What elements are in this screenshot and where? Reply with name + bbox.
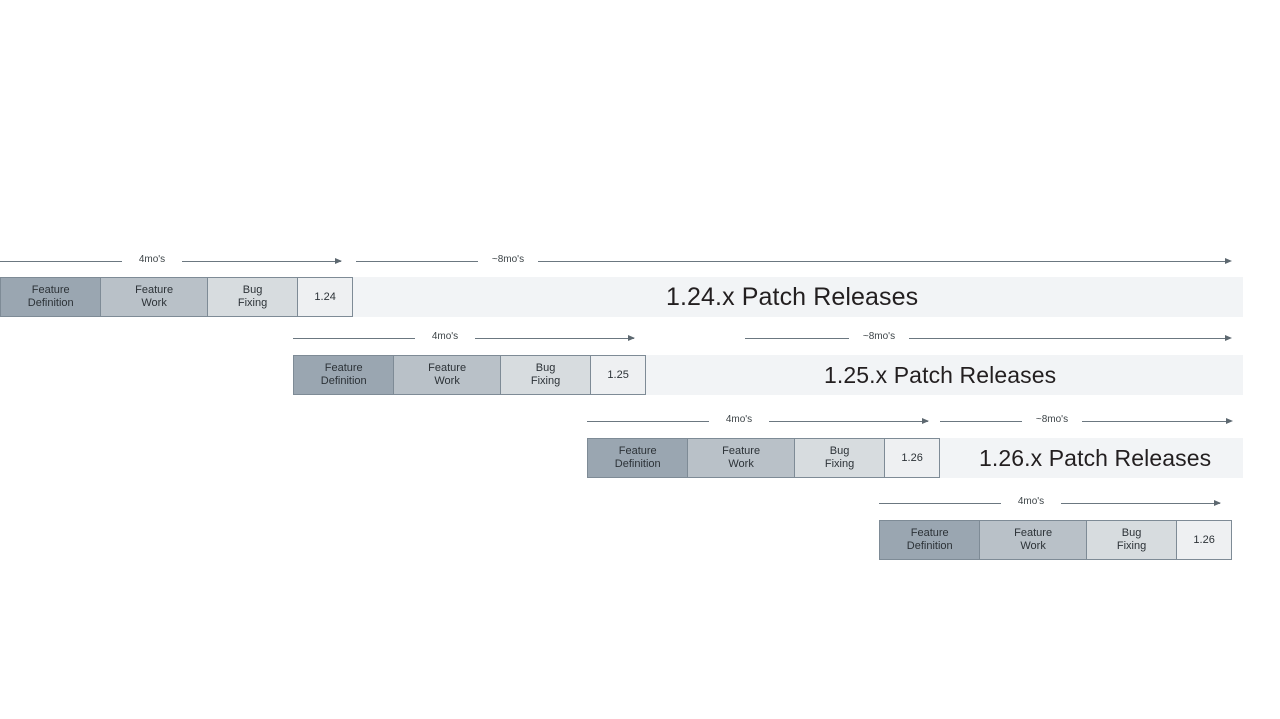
patch-release-label-124: 1.24.x Patch Releases (666, 282, 919, 311)
patch-release-band-126: 1.26.x Patch Releases (937, 438, 1243, 478)
version-label: 1.26 (901, 451, 923, 464)
phase-label-line2: Fixing (530, 375, 561, 387)
phase-label-line2: Definition (906, 540, 953, 552)
phase-label-line1: Feature (1014, 527, 1053, 539)
measure-dev-label-125: 4mo's (431, 331, 459, 342)
phase-bar-125: Feature Definition Feature Work Bug Fixi… (293, 355, 646, 395)
version-box-125: 1.25 (591, 356, 645, 394)
measure-patch-label-126: ~8mo's (1035, 414, 1069, 425)
phase-label-line1: Feature (324, 362, 363, 374)
measure-patch-126: ~8mo's (940, 414, 1240, 429)
phase-label-line2: Fixing (237, 297, 268, 309)
version-box-126: 1.26 (885, 439, 939, 477)
patch-release-label-125: 1.25.x Patch Releases (824, 361, 1057, 388)
phase-feature-work-127: Feature Work (980, 521, 1087, 559)
phase-label-line1: Feature (428, 362, 467, 374)
phase-bar-126: Feature Definition Feature Work Bug Fixi… (587, 438, 940, 478)
phase-feature-definition-124: Feature Definition (1, 278, 102, 316)
phase-bug-fixing-124: Bug Fixing (207, 278, 299, 316)
phase-label-line2: Work (141, 297, 167, 309)
phase-bug-fixing-126: Bug Fixing (794, 439, 886, 477)
phase-bar-127: Feature Definition Feature Work Bug Fixi… (879, 520, 1232, 560)
phase-label-line2: Definition (614, 458, 661, 470)
phase-label-line1: Feature (910, 527, 949, 539)
phase-label-line1: Bug (535, 362, 556, 374)
measure-dev-125: 4mo's (293, 331, 641, 346)
version-box-127: 1.26 (1177, 521, 1231, 559)
phase-feature-work-124: Feature Work (101, 278, 208, 316)
measure-patch-label-124: ~8mo's (491, 254, 525, 265)
version-label: 1.24 (314, 290, 336, 303)
phase-feature-definition-125: Feature Definition (294, 356, 395, 394)
phase-label-line1: Feature (135, 284, 174, 296)
phase-label-line2: Work (728, 458, 754, 470)
phase-feature-definition-127: Feature Definition (880, 521, 981, 559)
version-label: 1.26 (1193, 533, 1215, 546)
phase-label-line1: Bug (1121, 527, 1142, 539)
measure-dev-label-124: 4mo's (138, 254, 166, 265)
phase-label-line2: Work (1020, 540, 1046, 552)
measure-patch-label-125: ~8mo's (862, 331, 896, 342)
version-label: 1.25 (607, 368, 629, 381)
patch-release-band-124: 1.24.x Patch Releases (352, 277, 1243, 317)
patch-release-band-125: 1.25.x Patch Releases (645, 355, 1243, 395)
phase-label-line2: Definition (320, 375, 367, 387)
phase-bar-124: Feature Definition Feature Work Bug Fixi… (0, 277, 353, 317)
phase-feature-work-125: Feature Work (394, 356, 501, 394)
measure-dev-label-127: 4mo's (1017, 496, 1045, 507)
measure-dev-label-126: 4mo's (725, 414, 753, 425)
phase-label-line1: Bug (242, 284, 263, 296)
measure-dev-127: 4mo's (879, 496, 1227, 511)
phase-label-line2: Definition (27, 297, 74, 309)
phase-label-line1: Feature (722, 445, 761, 457)
phase-bug-fixing-127: Bug Fixing (1086, 521, 1178, 559)
patch-release-label-126: 1.26.x Patch Releases (979, 444, 1212, 471)
phase-label-line1: Bug (829, 445, 850, 457)
measure-patch-124: ~8mo's (356, 254, 1240, 269)
version-box-124: 1.24 (298, 278, 352, 316)
measure-dev-124: 4mo's (0, 254, 348, 269)
phase-bug-fixing-125: Bug Fixing (500, 356, 592, 394)
phase-label-line2: Fixing (1116, 540, 1147, 552)
phase-label-line1: Feature (618, 445, 657, 457)
phase-feature-definition-126: Feature Definition (588, 439, 689, 477)
phase-label-line1: Feature (31, 284, 70, 296)
phase-label-line2: Fixing (824, 458, 855, 470)
phase-label-line2: Work (434, 375, 460, 387)
measure-patch-125: ~8mo's (745, 331, 1240, 346)
phase-feature-work-126: Feature Work (688, 439, 795, 477)
measure-dev-126: 4mo's (587, 414, 935, 429)
